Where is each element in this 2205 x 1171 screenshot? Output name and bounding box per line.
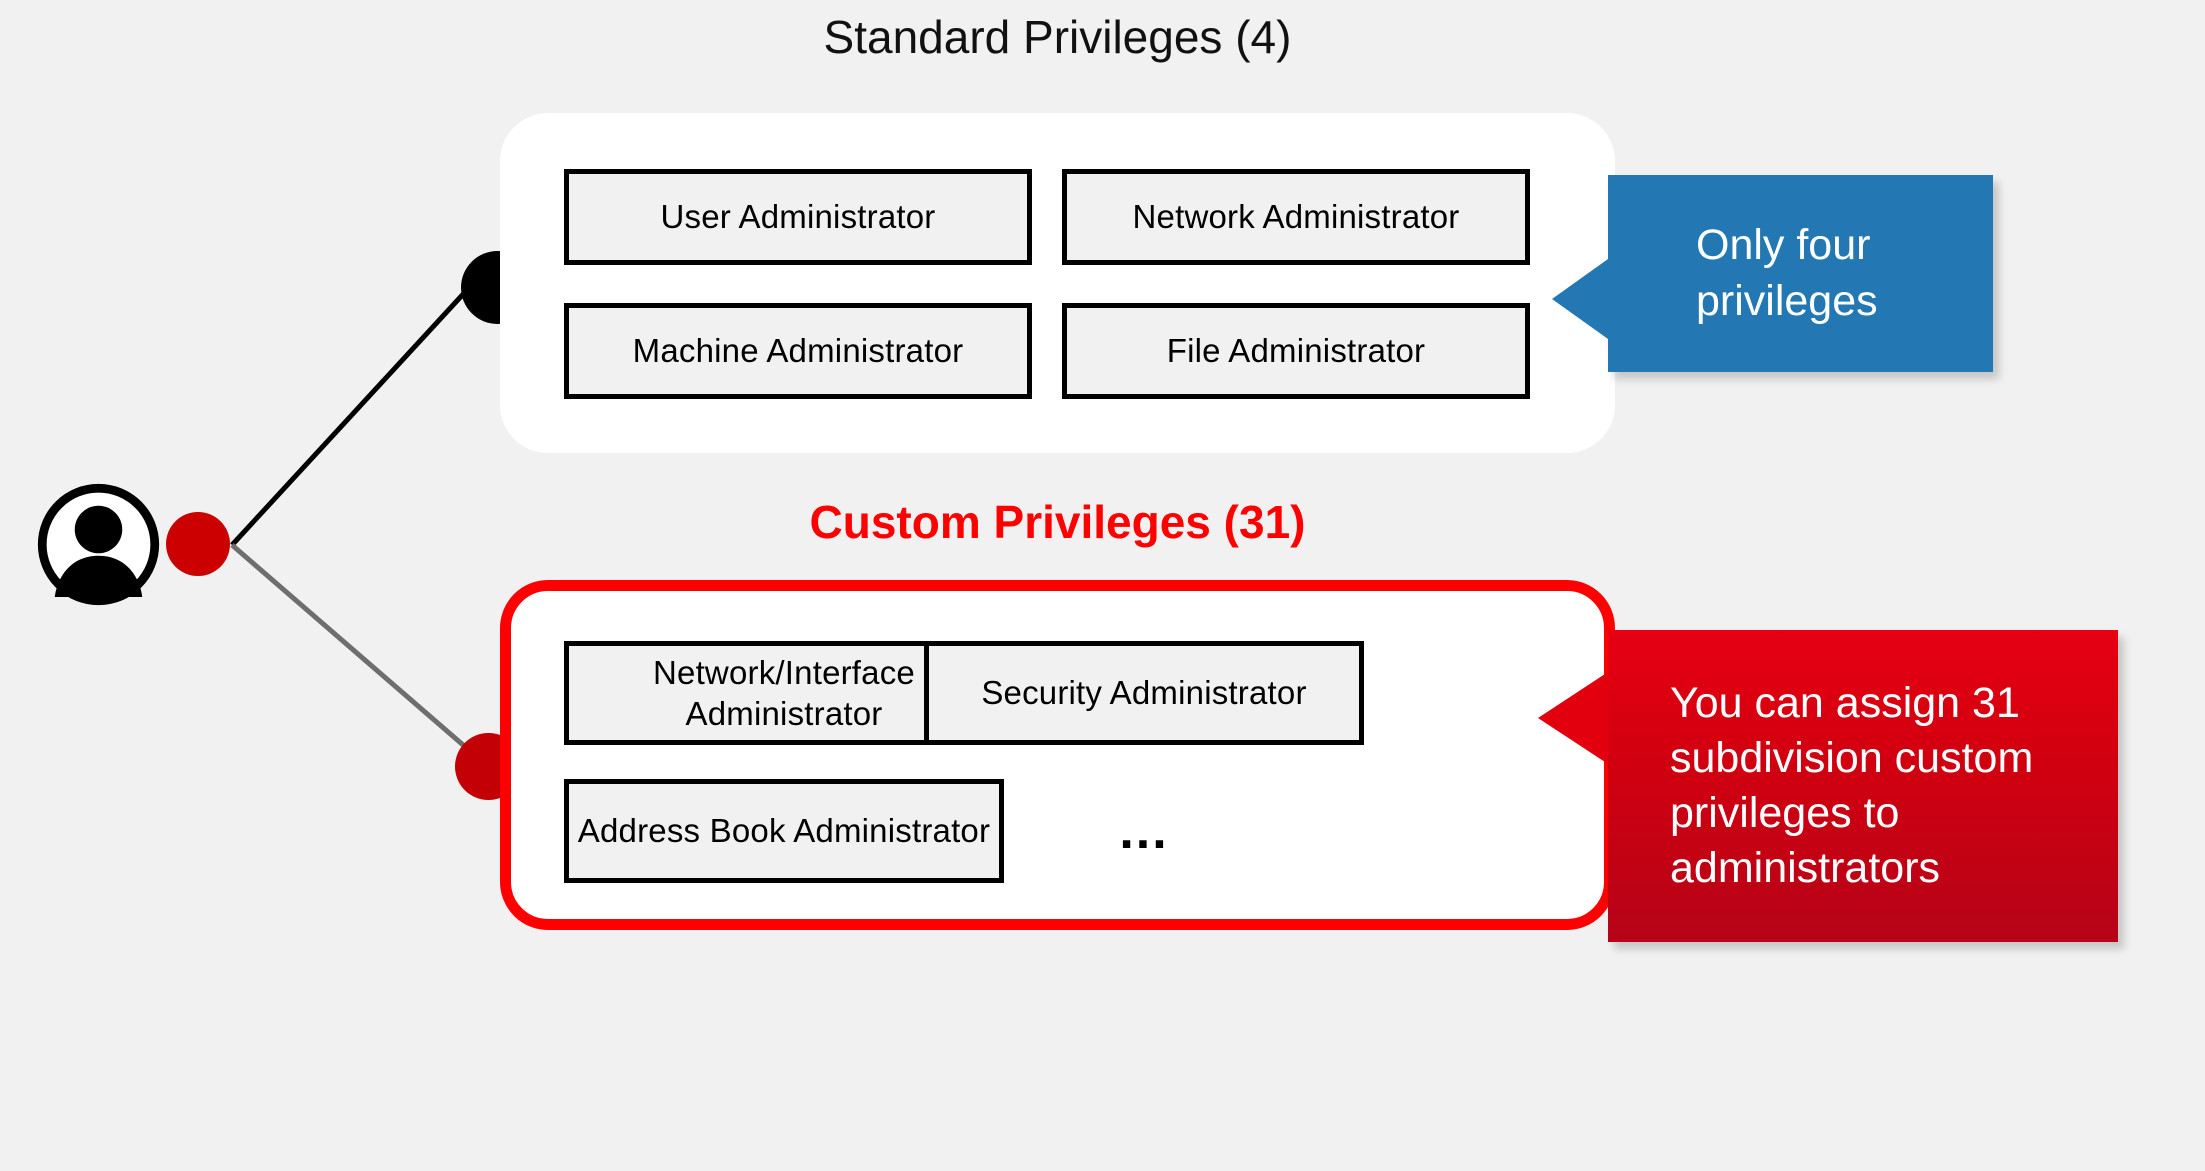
custom-privileges-grid: Network/Interface Administrator Security… (511, 591, 1604, 919)
standard-privileges-title: Standard Privileges (4) (823, 11, 1292, 63)
standard-callout: Only four privileges (1552, 175, 1993, 372)
privilege-box-security-administrator[interactable]: Security Administrator (924, 641, 1364, 745)
privilege-box-user-administrator[interactable]: User Administrator (564, 169, 1032, 265)
custom-privileges-title: Custom Privileges (31) (809, 496, 1306, 548)
standard-privileges-group: User Administrator Network Administrator… (500, 113, 1615, 453)
connector-to-custom (230, 543, 494, 772)
standard-privileges-grid: User Administrator Network Administrator… (500, 113, 1615, 453)
custom-callout: You can assign 31 subdivision custom pri… (1538, 630, 2118, 942)
connector-to-standard (230, 276, 480, 547)
privilege-box-machine-administrator[interactable]: Machine Administrator (564, 303, 1032, 399)
standard-callout-tail-icon (1552, 259, 1608, 339)
standard-callout-text: Only four privileges (1696, 221, 1878, 325)
user-avatar-icon (37, 483, 160, 606)
privilege-box-file-administrator[interactable]: File Administrator (1062, 303, 1530, 399)
custom-callout-text: You can assign 31 subdivision custom pri… (1670, 678, 2034, 893)
custom-privileges-group: Network/Interface Administrator Security… (500, 580, 1615, 930)
privilege-box-network-administrator[interactable]: Network Administrator (1062, 169, 1530, 265)
user-node (166, 512, 230, 576)
privilege-box-address-book-administrator[interactable]: Address Book Administrator (564, 779, 1004, 883)
custom-privileges-ellipsis: ... (1119, 802, 1169, 860)
custom-callout-tail-icon (1538, 672, 1608, 764)
